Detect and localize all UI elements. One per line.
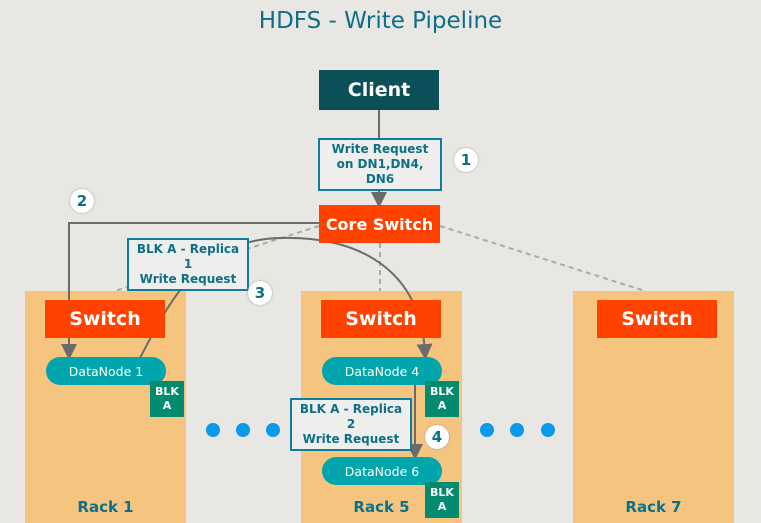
replica2-label: BLK A - Replica 2 Write Request [290,398,412,451]
rack-1-label: Rack 1 [77,498,134,516]
page-title: HDFS - Write Pipeline [258,8,503,34]
rack-5-switch: Switch [321,300,441,338]
dashed-link-rack7 [439,225,646,292]
client-node: Client [319,70,439,110]
step-1-badge: 1 [454,148,478,172]
core-switch: Core Switch [319,205,440,243]
ellipsis-dot [510,423,524,437]
ellipsis-dot [206,423,220,437]
ellipsis-dot [266,423,280,437]
datanode-4: DataNode 4 [322,357,442,385]
step-3-badge: 3 [248,281,272,305]
step-4-badge: 4 [425,425,449,449]
rack-7-label: Rack 7 [625,498,682,516]
rack-1-switch: Switch [45,300,165,338]
step-2-badge: 2 [70,189,94,213]
dn1-to-dn4-curve [139,236,433,360]
ellipsis-dot [541,423,555,437]
write-request-label: Write Request on DN1,DN4, DN6 [318,138,442,191]
ellipsis-dot [236,423,250,437]
ellipsis-dot [480,423,494,437]
datanode-1: DataNode 1 [46,357,166,385]
datanode-6: DataNode 6 [322,457,442,485]
rack-7-switch: Switch [597,300,717,338]
replica1-label: BLK A - Replica 1 Write Request [127,238,249,291]
rack-5-label: Rack 5 [353,498,410,516]
